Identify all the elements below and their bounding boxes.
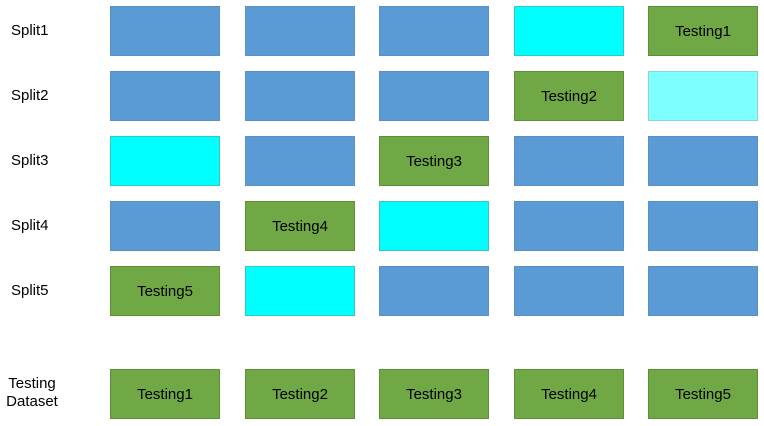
split-label-1: Split1 (11, 22, 49, 39)
testing-dataset-block-4: Testing4 (514, 369, 624, 419)
split3-block-5 (648, 136, 758, 186)
split5-block-4 (514, 266, 624, 316)
split4-block-5 (648, 201, 758, 251)
split4-block-1 (110, 201, 220, 251)
block-label: Testing5 (137, 282, 193, 300)
testing-dataset-block-1: Testing1 (110, 369, 220, 419)
split2-block-3 (379, 71, 489, 121)
split2-block-2 (245, 71, 355, 121)
split1-block-3 (379, 6, 489, 56)
split-label-4: Split4 (11, 217, 49, 234)
split5-block-5 (648, 266, 758, 316)
split2-block-5 (648, 71, 758, 121)
split3-block-4 (514, 136, 624, 186)
block-label: Testing4 (541, 385, 597, 403)
testing-dataset-label-line1: Testing (8, 375, 56, 392)
block-label: Testing2 (272, 385, 328, 403)
split1-block-2 (245, 6, 355, 56)
split3-block-1 (110, 136, 220, 186)
block-label: Testing1 (675, 22, 731, 40)
block-label: Testing2 (541, 87, 597, 105)
split4-block-2: Testing4 (245, 201, 355, 251)
split-label-5: Split5 (11, 282, 49, 299)
split-label-3: Split3 (11, 152, 49, 169)
testing-dataset-label-line2: Dataset (6, 393, 58, 410)
split4-block-4 (514, 201, 624, 251)
split2-block-1 (110, 71, 220, 121)
block-label: Testing4 (272, 217, 328, 235)
split1-block-1 (110, 6, 220, 56)
split5-block-2 (245, 266, 355, 316)
split5-block-3 (379, 266, 489, 316)
block-label: Testing3 (406, 385, 462, 403)
split4-block-3 (379, 201, 489, 251)
block-label: Testing1 (137, 385, 193, 403)
split3-block-3: Testing3 (379, 136, 489, 186)
split1-block-5: Testing1 (648, 6, 758, 56)
split3-block-2 (245, 136, 355, 186)
split1-block-4 (514, 6, 624, 56)
split2-block-4: Testing2 (514, 71, 624, 121)
testing-dataset-block-2: Testing2 (245, 369, 355, 419)
block-label: Testing5 (675, 385, 731, 403)
testing-dataset-block-5: Testing5 (648, 369, 758, 419)
testing-dataset-block-3: Testing3 (379, 369, 489, 419)
split5-block-1: Testing5 (110, 266, 220, 316)
split-label-2: Split2 (11, 87, 49, 104)
block-label: Testing3 (406, 152, 462, 170)
